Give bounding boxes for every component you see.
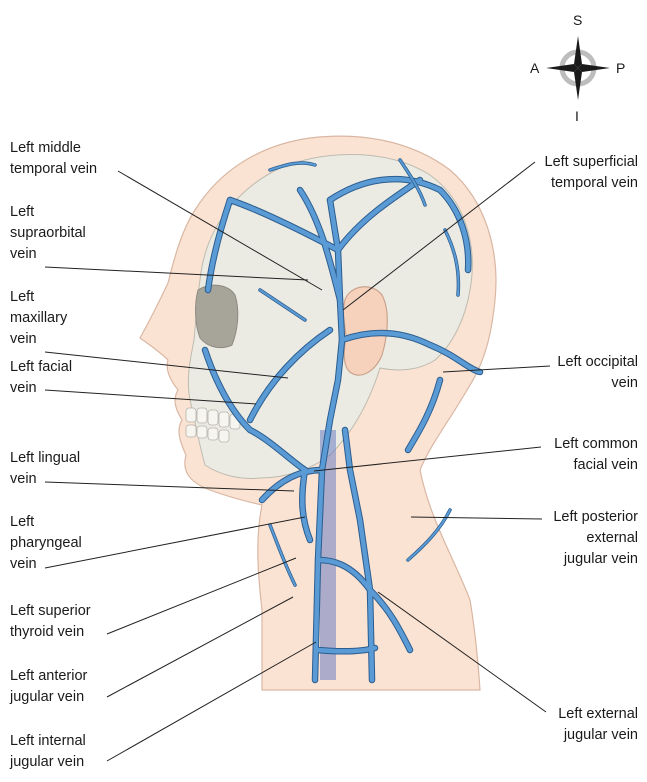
compass-anterior-label: A (530, 60, 539, 76)
label-left-maxillary-vein: Left maxillary vein (10, 287, 67, 350)
label-left-occipital-vein: Left occipital vein (557, 352, 638, 394)
label-left-common-facial-vein: Left common facial vein (554, 434, 638, 476)
compass-superior-label: S (573, 12, 582, 28)
label-left-lingual-vein: Left lingual vein (10, 448, 80, 490)
label-left-anterior-jugular-vein: Left anterior jugular vein (10, 666, 87, 708)
label-left-external-jugular-vein: Left external jugular vein (558, 704, 638, 746)
label-left-facial-vein: Left facial vein (10, 357, 72, 399)
label-left-internal-jugular-vein: Left internal jugular vein (10, 731, 86, 773)
orientation-compass (546, 36, 610, 100)
label-left-posterior-external-jugular-vein: Left posterior external jugular vein (553, 507, 638, 570)
label-left-superficial-temporal-vein: Left superficial temporal vein (545, 152, 639, 194)
compass-posterior-label: P (616, 60, 625, 76)
label-left-pharyngeal-vein: Left pharyngeal vein (10, 512, 82, 575)
label-left-middle-temporal-vein: Left middle temporal vein (10, 138, 97, 180)
label-left-superior-thyroid-vein: Left superior thyroid vein (10, 601, 91, 643)
label-left-supraorbital-vein: Left supraorbital vein (10, 202, 86, 265)
compass-inferior-label: I (575, 108, 579, 124)
orbit (196, 285, 238, 348)
leader-internal-jugular (107, 642, 316, 761)
